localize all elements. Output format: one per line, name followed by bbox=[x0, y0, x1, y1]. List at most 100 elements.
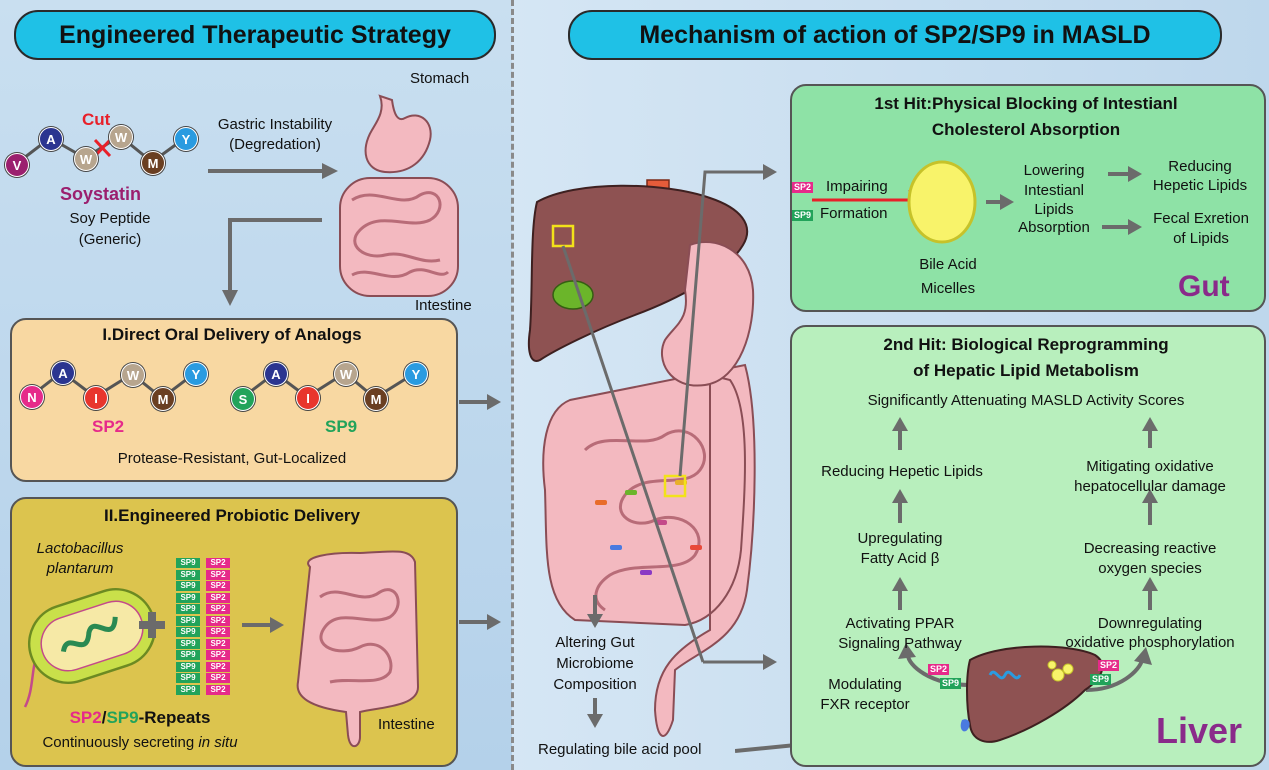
bile-pool-arrow-head bbox=[587, 714, 603, 728]
residue-node: A bbox=[51, 361, 75, 385]
soystatin-name: Soystatin bbox=[60, 184, 142, 204]
repeat-sp2-tag: SP2 bbox=[206, 558, 230, 568]
gut-sp9-tag: SP9 bbox=[792, 210, 814, 221]
cut-mark-b bbox=[93, 138, 112, 158]
repeat-sp9-tag: SP9 bbox=[176, 684, 200, 695]
secrete-text: Continuously secreting bbox=[42, 734, 199, 751]
intestine-top bbox=[339, 177, 459, 297]
residue-node: A bbox=[264, 362, 288, 386]
small-intestine-coils bbox=[583, 429, 707, 612]
lipid-droplet-icon bbox=[1051, 668, 1065, 682]
oral-to-center-head bbox=[487, 394, 501, 410]
bacterium-icon bbox=[23, 588, 157, 708]
ros-label-1: Decreasing reactive bbox=[1083, 540, 1217, 557]
liver-title-2: of Hepatic Lipid Metabolism bbox=[913, 361, 1139, 380]
gallbladder-shape bbox=[552, 280, 594, 310]
sp9-label: SP9 bbox=[325, 417, 358, 436]
soy-peptide-label: Soy Peptide bbox=[69, 210, 151, 227]
lowering-label-4: Absorption bbox=[1018, 219, 1090, 236]
gut-highlight-box bbox=[663, 474, 687, 498]
lowering-label-1: Lowering bbox=[1023, 162, 1085, 179]
left-arrow-head-1 bbox=[892, 417, 908, 431]
micelle-label-2: Micelles bbox=[920, 280, 976, 297]
micelle-icon bbox=[907, 160, 977, 244]
species-name: plantarum bbox=[46, 560, 114, 577]
repeat-sp2-tag: SP2 bbox=[206, 638, 230, 649]
degradation-label: (Degredation) bbox=[229, 136, 321, 153]
repeats-suffix: -Repeats bbox=[138, 708, 211, 727]
probiotic-title: II.Engineered Probiotic Delivery bbox=[103, 506, 361, 525]
ppar-curve-head bbox=[898, 643, 916, 659]
repeat-sp9-tag: SP9 bbox=[176, 592, 200, 603]
micelle-label-1: Bile Acid bbox=[919, 256, 977, 273]
liver-title-1: 2nd Hit: Biological Reprogramming bbox=[883, 335, 1169, 354]
liver-sp9-tag-right: SP9 bbox=[1090, 674, 1112, 685]
bacteria-pill bbox=[610, 545, 622, 550]
right-arrow-head-3 bbox=[1142, 577, 1158, 591]
oxphos-label-1: Downregulating bbox=[1097, 615, 1203, 632]
fxr-receptor-icon bbox=[960, 719, 970, 732]
to-oral-arrow bbox=[228, 218, 322, 292]
reduce-arrow-head bbox=[1128, 166, 1142, 182]
residue-node: Y bbox=[404, 362, 428, 386]
panel-divider bbox=[511, 0, 514, 770]
repeat-sp9-tag: SP9 bbox=[176, 650, 200, 660]
left-title-pill: Engineered Therapeutic Strategy bbox=[14, 10, 496, 60]
right-title: Mechanism of action of SP2/SP9 in MASLD bbox=[639, 20, 1151, 49]
liver-label: Liver bbox=[1156, 710, 1243, 751]
repeats-sp9: SP9 bbox=[106, 708, 139, 727]
repeat-sp2-tag: SP2 bbox=[206, 661, 230, 672]
bacteria-pill bbox=[595, 500, 607, 505]
repeat-sp9-tag: SP9 bbox=[176, 615, 200, 626]
repeat-sp2-tag: SP2 bbox=[206, 569, 230, 580]
sp2-label: SP2 bbox=[92, 417, 125, 436]
fecal-label-2: of Lipids bbox=[1173, 230, 1229, 247]
oxid-label-1: Mitigating oxidative bbox=[1086, 458, 1214, 475]
residue-node: V bbox=[5, 153, 29, 177]
bile-pool-label: Regulating bile acid pool bbox=[538, 741, 702, 758]
lowering-label-2: Intestianl bbox=[1023, 182, 1085, 199]
probiotic-arrow-head bbox=[270, 617, 284, 633]
gut-title-1: 1st Hit:Physical Blocking of Intestianl bbox=[874, 94, 1178, 113]
lipid-droplet-icon bbox=[1062, 663, 1074, 675]
secrete-italic: in situ bbox=[198, 734, 238, 751]
liver-sp2-tag-left: SP2 bbox=[928, 664, 950, 675]
fxr-label-2: FXR receptor bbox=[820, 696, 910, 713]
repeat-sp9-tag: SP9 bbox=[176, 558, 200, 568]
oxphos-curve-head bbox=[1134, 647, 1152, 665]
liver-connector-head bbox=[763, 654, 777, 670]
reducing-label-1: Reducing bbox=[1168, 158, 1232, 175]
soy-generic-label: (Generic) bbox=[78, 231, 142, 248]
repeat-sp2-tag: SP2 bbox=[206, 650, 230, 660]
gut-box bbox=[790, 84, 1266, 312]
lipid-droplet-icon bbox=[1047, 660, 1057, 670]
gut-label: Gut bbox=[1178, 270, 1230, 303]
fxr-label-1: Modulating bbox=[828, 676, 902, 693]
reduce-hepatic-label: Reducing Hepetic Lipids bbox=[821, 463, 983, 480]
liver-sp2-tag-right: SP2 bbox=[1098, 660, 1120, 671]
oxphos-curve-arrow bbox=[1085, 659, 1144, 692]
fecal-arrow-head bbox=[1128, 219, 1142, 235]
repeats-sp2: SP2 bbox=[69, 708, 102, 727]
fatty-label-1: Upregulating bbox=[857, 530, 943, 547]
intestine-bottom bbox=[296, 550, 420, 748]
repeat-sp9-tag: SP9 bbox=[176, 661, 200, 672]
stomach-shape bbox=[364, 94, 432, 174]
gastric-label: Gastric Instability bbox=[217, 116, 333, 133]
bacteria-pill bbox=[640, 570, 652, 575]
microbiome-label-3: Composition bbox=[553, 676, 637, 693]
secrete-label: Continuously secreting in situ bbox=[10, 734, 270, 751]
bacteria-pill bbox=[690, 545, 702, 550]
oral-desc: Protease-Resistant, Gut-Localized bbox=[117, 450, 347, 467]
plus-icon-v bbox=[148, 612, 156, 638]
masld-label: Significantly Attenuating MASLD Activity… bbox=[867, 392, 1185, 409]
lowering-label-3: Lipids bbox=[1034, 201, 1074, 218]
to-oral-arrow-head bbox=[222, 290, 238, 306]
microbiome-label-1: Altering Gut bbox=[555, 634, 635, 651]
micelle-arrow-head bbox=[1000, 194, 1014, 210]
gastric-arrow-head bbox=[322, 163, 338, 179]
residue-node: Y bbox=[174, 127, 198, 151]
liver-sp9-tag-left: SP9 bbox=[940, 678, 962, 689]
residue-node: A bbox=[39, 127, 63, 151]
residue-node: Y bbox=[184, 362, 208, 386]
